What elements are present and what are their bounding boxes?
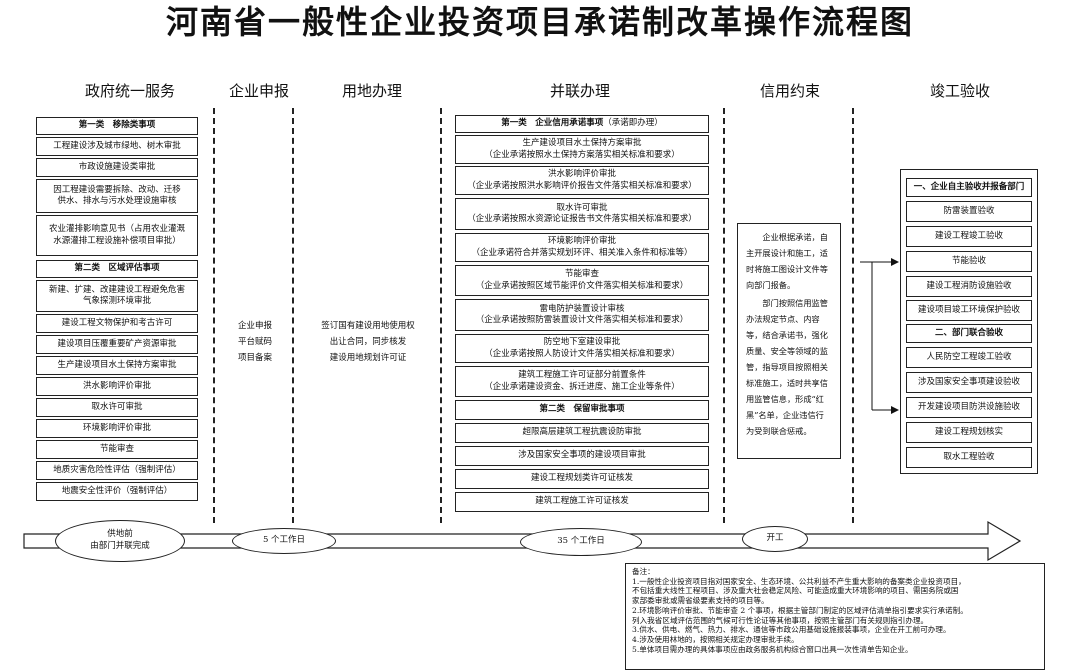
gov-item: 节能审查 xyxy=(36,440,198,459)
notes-line: 5.单体项目需办理的具体事项应由政务服务机构综合窗口出具一次性清单告知企业。 xyxy=(632,644,913,654)
acceptance-item: 建设工程竣工验收 xyxy=(906,226,1032,247)
notes-line: 列入我省区域评估范围的气候可行性论证等其他事项，按照主管部门有关规则指引办理。 xyxy=(632,615,929,625)
parallel-item: 防空地下室建设审批（企业承诺按照人防设计文件落实相关标准和要求） xyxy=(455,334,709,363)
gov-item: 地质灾害危险性评估（强制评估） xyxy=(36,461,198,480)
gov-item: 工程建设涉及城市绿地、树木审批 xyxy=(36,137,198,156)
parallel-item: 生产建设项目水土保持方案审批（企业承诺按照水土保持方案落实相关标准和要求） xyxy=(455,135,709,164)
column-header-apply: 企业申报 xyxy=(228,82,289,100)
acceptance-item: 人民防空工程竣工验收 xyxy=(906,347,1032,368)
parallel-item: 环境影响评价审批（企业承诺符合并落实规划环评、相关准入条件和标准等） xyxy=(455,233,709,262)
notes-line: 1.一般性企业投资项目指对国家安全、生态环境、公共利益不产生重大影响的备案类企业… xyxy=(632,576,966,586)
credit-constraint-box: 企业根据承诺，自主开展设计和施工，适时将施工图设计文件等向部门报备。 部门按照信… xyxy=(737,223,841,459)
parallel-item: 雷电防护装置设计审核（企业承诺按照防雷装置设计文件落实相关标准和要求） xyxy=(455,299,709,331)
gov-item: 生产建设项目水土保持方案审批 xyxy=(36,356,198,375)
column-header-parallel: 并联办理 xyxy=(549,82,610,100)
gov-item: 取水许可审批 xyxy=(36,398,198,417)
notes-line: 2.环境影响评价审批、节能审查 2 个事项，根据主管部门制定的区域评估清单指引要… xyxy=(632,605,968,615)
acceptance-item: 防雷装置验收 xyxy=(906,201,1032,222)
acceptance-item: 开发建设项目防洪设施验收 xyxy=(906,397,1032,418)
gov-item: 地震安全性评价（强制评估） xyxy=(36,482,198,501)
acceptance-section-joint: 二、部门联合验收 xyxy=(906,324,1032,343)
gov-item: 农业灌排影响意见书（占用农业灌溉水源灌排工程设施补偿项目审批） xyxy=(36,215,198,256)
acceptance-item: 节能验收 xyxy=(906,251,1032,272)
parallel-item: 取水许可审批（企业承诺按照水资源论证报告书文件落实相关标准和要求） xyxy=(455,198,709,230)
column-divider xyxy=(292,108,294,523)
parallel-item: 洪水影响评价审批（企业承诺按照洪水影响评价报告文件落实相关标准和要求） xyxy=(455,166,709,195)
gov-item: 建设项目压覆重要矿产资源审批 xyxy=(36,335,198,354)
column-header-land: 用地办理 xyxy=(341,82,402,100)
parallel-item: 建筑工程施工许可证部分前置条件（企业承诺建设资金、拆迁进度、施工企业等条件） xyxy=(455,366,709,397)
parallel-item: 涉及国家安全事项的建设项目审批 xyxy=(455,446,709,466)
notes-line: 3.供水、供电、燃气、热力、排水、通信等市政公用基础设施报装事项，企业在开工前可… xyxy=(632,625,951,635)
acceptance-section-self: 一、企业自主验收并报备部门 xyxy=(906,178,1032,197)
column-divider xyxy=(852,108,854,523)
enterprise-apply-text: 企业申报 平台赋码 项目备案 xyxy=(237,321,272,364)
column-divider xyxy=(213,108,215,523)
notes-line: 不包括重大线性工程项目、涉及重大社会稳定风险、可能造成重大环境影响的项目、需国务… xyxy=(632,586,959,596)
gov-item: 新建、扩建、改建建设工程避免危害气象探测环境审批 xyxy=(36,280,198,312)
gov-item: 洪水影响评价审批 xyxy=(36,377,198,396)
column-header-gov: 政府统一服务 xyxy=(84,82,175,100)
acceptance-item: 建设项目竣工环境保护验收 xyxy=(906,300,1032,321)
parallel-section-credit-commitment: 第一类 企业信用承诺事项（承诺即办理） xyxy=(455,115,709,133)
acceptance-item: 建设工程规划核实 xyxy=(906,422,1032,443)
timeline-start-work-ellipse: 开工 xyxy=(742,526,808,552)
notes-box: 备注： 1.一般性企业投资项目指对国家安全、生态环境、公共利益不产生重大影响的备… xyxy=(625,563,1045,670)
gov-item: 建设工程文物保护和考古许可 xyxy=(36,314,198,333)
notes-line: 4.涉及使用林地的，按照相关规定办理审批手续。 xyxy=(632,635,799,645)
acceptance-item: 涉及国家安全事项建设验收 xyxy=(906,372,1032,393)
notes-line: 家部委审批或需省级要素支持的项目等。 xyxy=(632,596,769,606)
page-title: 河南省一般性企业投资项目承诺制改革操作流程图 xyxy=(165,3,914,41)
parallel-item: 建筑工程施工许可证核发 xyxy=(455,492,709,512)
gov-section-regional-assessment: 第二类 区域评估事项 xyxy=(36,260,198,278)
acceptance-item: 取水工程验收 xyxy=(906,447,1032,468)
column-header-accept: 竣工验收 xyxy=(929,82,990,100)
gov-item: 环境影响评价审批 xyxy=(36,419,198,438)
timeline-days-35-ellipse: 35 个工作日 xyxy=(520,528,642,556)
parallel-item: 建设工程规划类许可证核发 xyxy=(455,469,709,489)
parallel-section-retained-approval: 第二类 保留审批事项 xyxy=(455,400,709,420)
land-handling-text: 签订国有建设用地使用权 出让合同，同步核发 建设用地规划许可证 xyxy=(321,321,415,364)
column-divider xyxy=(723,108,725,523)
column-header-credit: 信用约束 xyxy=(759,82,820,100)
gov-section-removed-items: 第一类 移除类事项 xyxy=(36,117,198,135)
timeline-days-5-ellipse: 5 个工作日 xyxy=(232,528,336,554)
notes-heading: 备注： xyxy=(632,567,655,576)
parallel-item: 节能审查（企业承诺按照区域节能评价文件落实相关标准和要求） xyxy=(455,265,709,296)
column-divider xyxy=(440,108,442,523)
gov-item: 市政设施建设类审批 xyxy=(36,158,198,177)
parallel-item: 超限高层建筑工程抗震设防审批 xyxy=(455,423,709,443)
timeline-start-ellipse: 供地前 由部门并联完成 xyxy=(55,520,185,562)
gov-item: 因工程建设需要拆除、改动、迁移供水、排水与污水处理设施审核 xyxy=(36,179,198,213)
acceptance-item: 建设工程消防设施验收 xyxy=(906,276,1032,297)
